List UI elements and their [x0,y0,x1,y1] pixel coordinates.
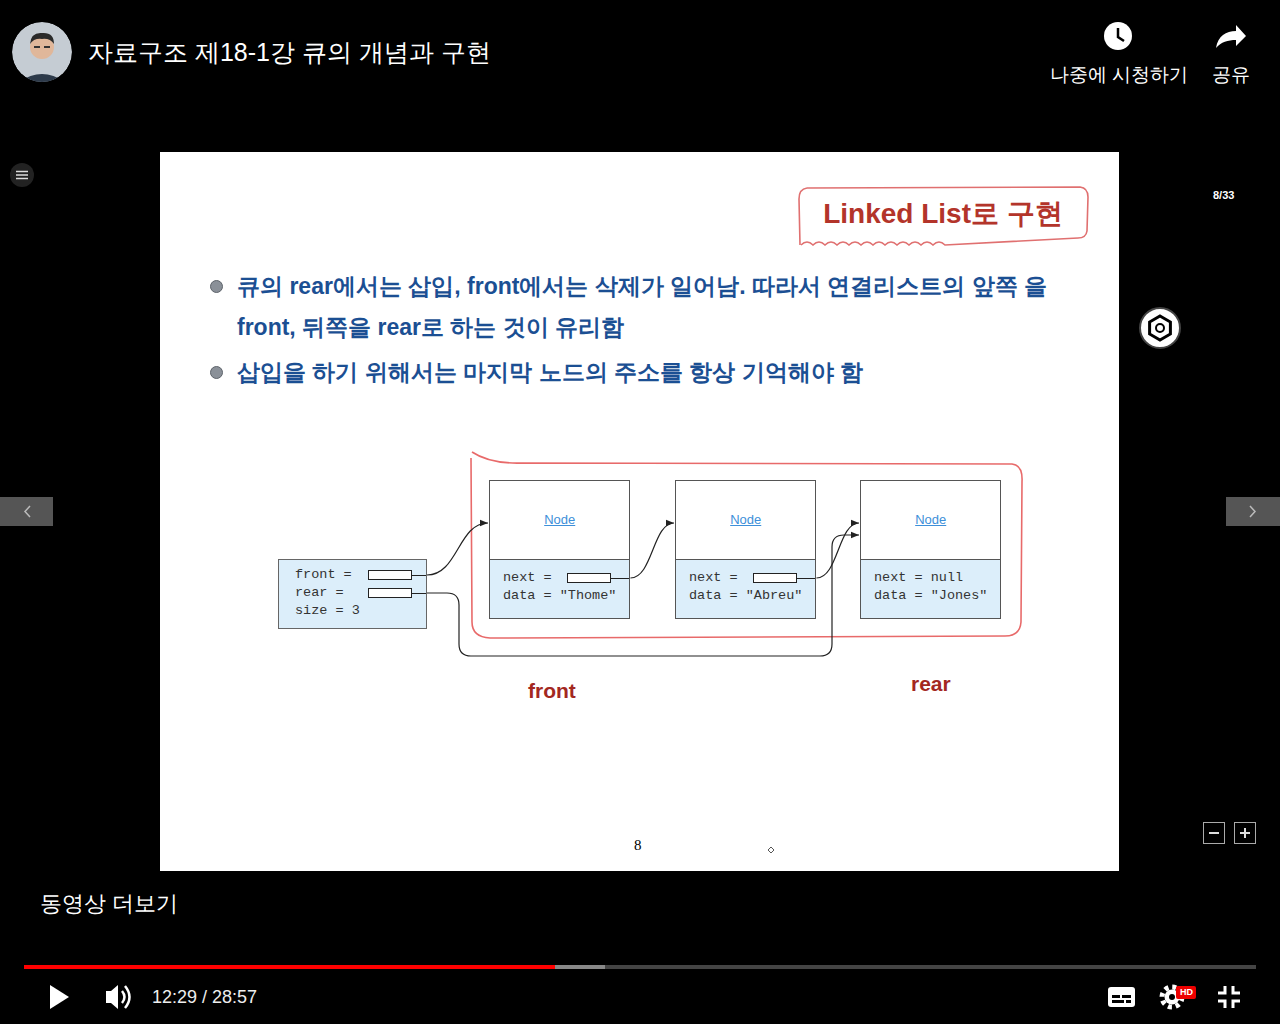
pointer-slot [753,573,797,583]
node-field-area: next =data = "Thome" [490,559,629,618]
label-text: 동영상 더보기 [40,890,178,918]
fullscreen-exit-icon [1218,986,1240,1008]
field-text: next = [689,569,738,587]
bullet-item: 큐의 rear에서는 삽입, front에서는 삭제가 일어남. 따라서 연결리… [237,266,1067,348]
settings-hex-icon [1140,308,1180,348]
label-text: 공유 [1212,63,1250,87]
callout-wave [801,238,1078,245]
field-text: size = 3 [295,602,360,620]
zoom-out-button [1204,823,1225,844]
queue-header-box: front =rear =size = 3 [278,559,427,629]
label-text: HD [1180,987,1193,998]
bullet-list: 큐의 rear에서는 삽입, front에서는 삭제가 일어남. 따라서 연결리… [237,266,1067,397]
pointer-line [797,578,815,579]
field-text: rear = [295,584,344,602]
field-text: data = "Jones" [874,587,987,605]
field-text: front = [295,566,352,584]
page-number-holder: 8 [634,836,642,854]
hd-badge [1176,986,1196,999]
node-field-area: next =data = "Abreu" [676,559,815,618]
slide-panel: 큐의 rear에서는 삽입, front에서는 삭제가 일어남. 따라서 연결리… [160,152,1119,871]
label-holder: 8/33 [1213,188,1234,202]
field-text: next = null [874,569,963,587]
label-text: 나중에 시청하기 [1050,63,1188,87]
node-heading: Node [544,512,575,528]
next-button [1226,497,1280,526]
share-icon [1216,25,1246,48]
bullet-text: 삽입을 하기 위해서는 마지막 노드의 주소를 항상 기억해야 함 [237,352,1067,393]
label-holder: rear [911,672,951,696]
subtitles-icon [1108,987,1135,1007]
callout-border [799,187,1088,245]
node-heading: Node [730,512,761,528]
bullet-icon [210,280,223,293]
bullet-text: 큐의 rear에서는 삽입, front에서는 삭제가 일어남. 따라서 연결리… [237,266,1067,348]
pointer-line [611,578,629,579]
node-field-area: next = nulldata = "Jones" [861,559,1000,618]
watch-later-icon [1104,22,1132,50]
progress-bar [24,965,1256,969]
node-heading: Node [915,512,946,528]
label-holder: 동영상 더보기 [40,890,178,918]
field-text: next = [503,569,552,587]
bullet-item: 삽입을 하기 위해서는 마지막 노드의 주소를 항상 기억해야 함 [237,352,1067,393]
pointer-arrow [816,523,859,578]
volume-icon [106,985,130,1009]
group-outline [471,452,1022,638]
label-text: 12:29 / 28:57 [152,986,257,1008]
node-lines: next = nulldata = "Jones" [874,569,987,605]
header-lines: front =rear =size = 3 [295,566,360,620]
pointer-arrow [630,523,674,578]
list-node-box: Node next =data = "Abreu" [675,480,816,619]
label-holder: 공유 [1212,63,1250,87]
pointer-line [412,593,426,594]
callout-title: Linked List로 구현 [823,197,1063,231]
bullet-icon [210,366,223,379]
list-node-box: Node next =data = "Thome" [489,480,630,619]
pointer-slot [368,570,412,580]
title-holder: 자료구조 제18-1강 큐의 개념과 구현 [88,36,491,68]
callout-text-holder: Linked List로 구현 [797,185,1089,243]
callout-box: Linked List로 구현 [797,185,1089,255]
label-text: front [528,679,576,703]
field-text: data = "Abreu" [689,587,802,605]
field-text: data = "Thome" [503,587,616,605]
pointer-slot [368,588,412,598]
menu-icon [10,163,34,187]
node-heading-area: Node [861,481,1000,559]
list-node-box: Node next = nulldata = "Jones" [860,480,1001,619]
label-holder: front [528,679,576,703]
label-text: 8/33 [1213,188,1234,202]
label-holder: 12:29 / 28:57 [152,986,257,1008]
label-holder: 나중에 시청하기 [1050,63,1188,87]
node-heading-area: Node [490,481,629,559]
play-icon [50,985,69,1009]
video-title: 자료구조 제18-1강 큐의 개념과 구현 [88,36,491,68]
page-number: 8 [634,836,642,854]
channel-avatar [12,22,72,86]
pointer-arrow [427,523,488,575]
node-heading-area: Node [676,481,815,559]
prev-button [0,497,53,526]
pointer-slot [567,573,611,583]
label-text: rear [911,672,951,696]
zoom-in-button [1235,823,1256,844]
pointer-line [412,575,426,576]
small-mark [768,847,774,853]
label-holder: HD [1180,987,1193,998]
